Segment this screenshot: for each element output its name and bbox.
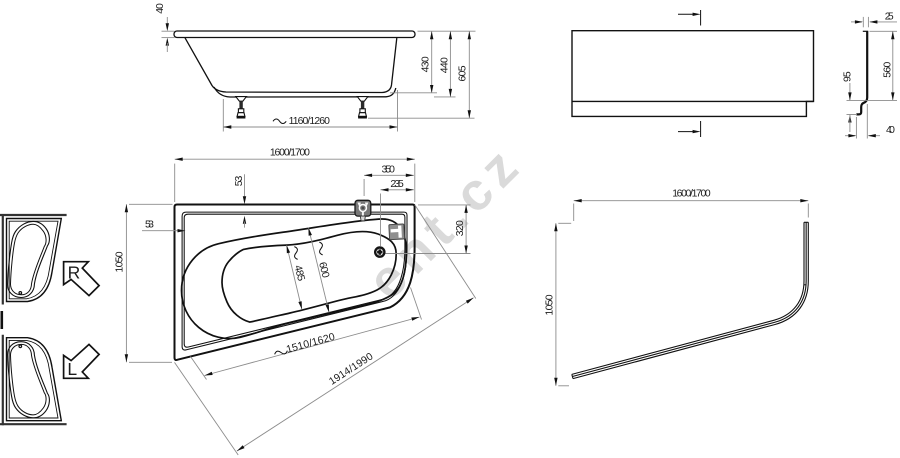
- svg-text:485: 485: [292, 264, 307, 282]
- svg-text:L: L: [67, 359, 77, 379]
- svg-text:235: 235: [390, 179, 404, 190]
- svg-text:600: 600: [316, 261, 331, 279]
- svg-text:25: 25: [885, 12, 894, 23]
- svg-text:53: 53: [234, 175, 245, 186]
- svg-text:95: 95: [842, 71, 853, 82]
- svg-text:1160/1260: 1160/1260: [289, 116, 331, 127]
- svg-text:560: 560: [883, 61, 894, 77]
- svg-text:R: R: [68, 262, 81, 282]
- svg-text:1600/1700: 1600/1700: [672, 189, 711, 200]
- svg-text:40: 40: [155, 3, 166, 14]
- svg-text:440: 440: [439, 57, 450, 73]
- svg-text:1050: 1050: [114, 251, 125, 272]
- svg-text:1600/1700: 1600/1700: [270, 148, 310, 159]
- svg-text:320: 320: [455, 220, 466, 236]
- svg-text:350: 350: [382, 165, 396, 176]
- svg-text:1050: 1050: [544, 294, 555, 315]
- svg-text:40: 40: [886, 125, 895, 136]
- svg-text:53: 53: [145, 220, 154, 231]
- svg-text:430: 430: [421, 56, 432, 72]
- svg-text:605: 605: [457, 65, 468, 81]
